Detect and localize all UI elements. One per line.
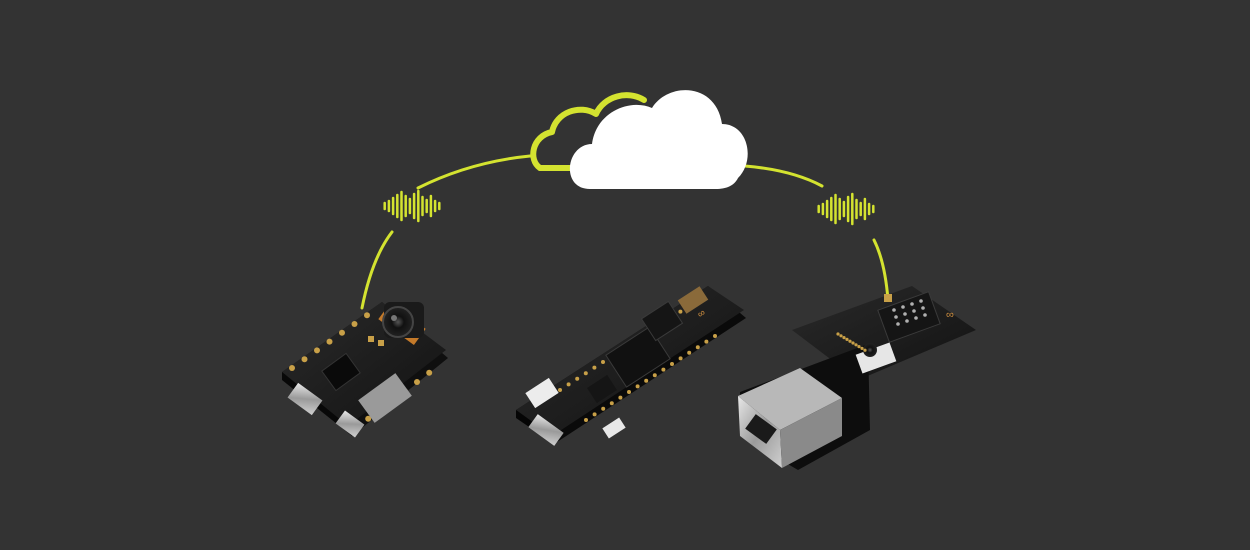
svg-text:∞: ∞ [946, 309, 954, 321]
pin-pad [661, 367, 666, 372]
connection-line-right [743, 164, 890, 302]
pin-pad [704, 339, 709, 344]
sensor-dot [892, 308, 896, 312]
pin-pad [364, 312, 370, 319]
pin-pad [854, 343, 858, 347]
pin-pad [301, 356, 308, 363]
signal-wave-left-icon [383, 189, 441, 223]
pin-pad [713, 334, 717, 338]
ethernet-port-icon [745, 414, 777, 444]
pin-pad [857, 345, 861, 349]
pin-pad [644, 378, 649, 383]
cloud-icon [530, 90, 748, 189]
sensor-dot [903, 312, 907, 316]
sensor-dot [919, 299, 923, 303]
connection-line-left [360, 154, 532, 310]
pin-pad [592, 365, 597, 370]
sensor-dot [923, 313, 927, 317]
pin-pad [601, 406, 606, 411]
sensor-dot [905, 319, 909, 323]
sensor-dot [910, 302, 914, 306]
pin-pad [842, 336, 846, 340]
pin-pad [351, 321, 358, 327]
pin-pad [848, 339, 852, 343]
pin-pad [584, 418, 588, 422]
sensor-dot [914, 316, 918, 320]
pin-pad [670, 362, 674, 366]
pin-pad [635, 384, 640, 389]
pin-pad [289, 365, 295, 371]
camera-lens-icon [382, 306, 414, 338]
sensor-dot [921, 306, 925, 310]
pin-pad [678, 309, 683, 314]
camera-board [282, 302, 448, 438]
pin-pad [365, 415, 372, 422]
pin-pad [845, 337, 849, 341]
svg-text:∞: ∞ [696, 307, 708, 320]
pin-pad [339, 329, 345, 336]
sensor-dot [896, 322, 900, 326]
pin-pad [426, 369, 433, 376]
pin-pad [687, 350, 692, 355]
microcontroller-board: ∞ [516, 286, 746, 446]
pin-pad [414, 379, 420, 385]
pin-pad [851, 341, 855, 345]
pin-pad [863, 348, 867, 352]
sensor-dot [901, 305, 905, 309]
sensor-dot [894, 315, 898, 319]
pin-pad [314, 347, 320, 354]
pin-pad [836, 332, 840, 336]
sensor-dot [912, 309, 916, 313]
pin-pad [839, 334, 843, 338]
pin-pad [609, 401, 614, 406]
pin-pad [566, 382, 571, 387]
pin-pad [860, 346, 864, 350]
pin-pad [592, 412, 597, 417]
pin-pad [627, 390, 631, 394]
pin-pad [618, 395, 623, 400]
pin-pad [601, 360, 605, 364]
pin-pad [583, 371, 588, 376]
pin-pad [326, 338, 333, 345]
pin-pad [652, 373, 657, 378]
ethernet-board: ∞ [738, 286, 976, 470]
pin-pad [678, 356, 683, 361]
pin-pad [695, 345, 700, 350]
pin-pad [558, 388, 562, 392]
pin-pad [575, 376, 580, 381]
signal-wave-right-icon [817, 192, 875, 226]
